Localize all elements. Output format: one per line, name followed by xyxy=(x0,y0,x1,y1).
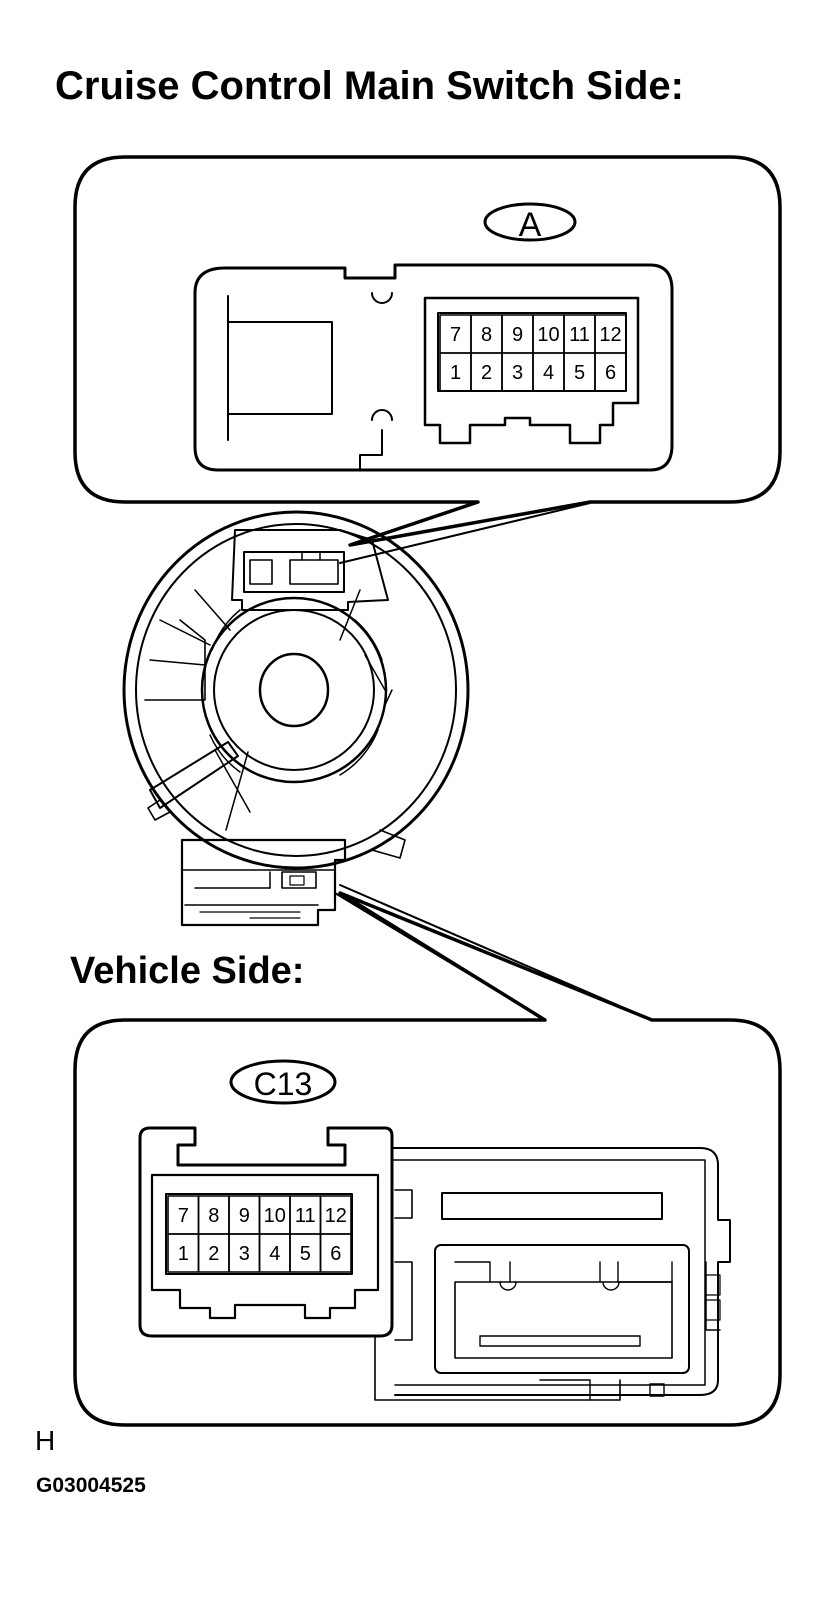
connector-c13-pin-label-6: 6 xyxy=(330,1243,341,1265)
connector-c13-pin-label-5: 5 xyxy=(300,1243,311,1265)
title-vehicle-side: Vehicle Side: xyxy=(70,950,305,992)
connector-c13-housing xyxy=(138,1126,394,1338)
connector-c13-pin-cell-6 xyxy=(319,1233,352,1273)
connector-c13-pin-label-3: 3 xyxy=(239,1243,250,1265)
connector-a-pin-label-6: 6 xyxy=(605,362,616,384)
connector-c13-pin-label-12: 12 xyxy=(325,1205,347,1227)
connector-a-pin-label-2: 2 xyxy=(481,362,492,384)
connector-a-pin-label-9: 9 xyxy=(512,324,523,346)
connector-c13-pin-label-2: 2 xyxy=(208,1243,219,1265)
figure-id: G03004525 xyxy=(36,1474,146,1497)
connector-a-pin-label-5: 5 xyxy=(574,362,585,384)
connector-a-pin-label-3: 3 xyxy=(512,362,523,384)
vehicle-connector-secondary-housing xyxy=(374,1147,731,1401)
svg-text:C13: C13 xyxy=(254,1066,313,1102)
connector-c13-pin-label-7: 7 xyxy=(178,1205,189,1227)
connector-a-pin-label-1: 1 xyxy=(450,362,461,384)
connector-c13-pin-label-4: 4 xyxy=(269,1243,280,1265)
connector-a-pin-label-4: 4 xyxy=(543,362,554,384)
connector-a-pin-label-12: 12 xyxy=(599,324,621,346)
connector-a-pin-label-7: 7 xyxy=(450,324,461,346)
connector-a-housing xyxy=(193,263,674,472)
drawing-marker: H xyxy=(35,1425,56,1456)
connector-label-c13: C13 xyxy=(229,1059,337,1105)
title-main-switch-side: Cruise Control Main Switch Side: xyxy=(55,64,684,108)
clock-spring-drawing xyxy=(122,502,653,1021)
connector-a-pin-label-11: 11 xyxy=(569,324,590,346)
connector-c13-pin-label-10: 10 xyxy=(264,1205,286,1227)
callout-main-switch-side xyxy=(73,155,782,547)
callout-vehicle-side xyxy=(73,891,782,1427)
connector-c13-pin-label-8: 8 xyxy=(208,1205,219,1227)
svg-text:A: A xyxy=(519,206,542,244)
connector-a-pin-cell-6 xyxy=(594,352,627,392)
connector-a-pin-label-8: 8 xyxy=(481,324,492,346)
connector-label-a: A xyxy=(483,202,577,244)
connector-c13-pin-label-1: 1 xyxy=(178,1243,189,1265)
connector-c13-pin-label-11: 11 xyxy=(295,1205,316,1227)
connector-a-pin-label-10: 10 xyxy=(537,324,559,346)
connector-c13-pin-label-9: 9 xyxy=(239,1205,250,1227)
